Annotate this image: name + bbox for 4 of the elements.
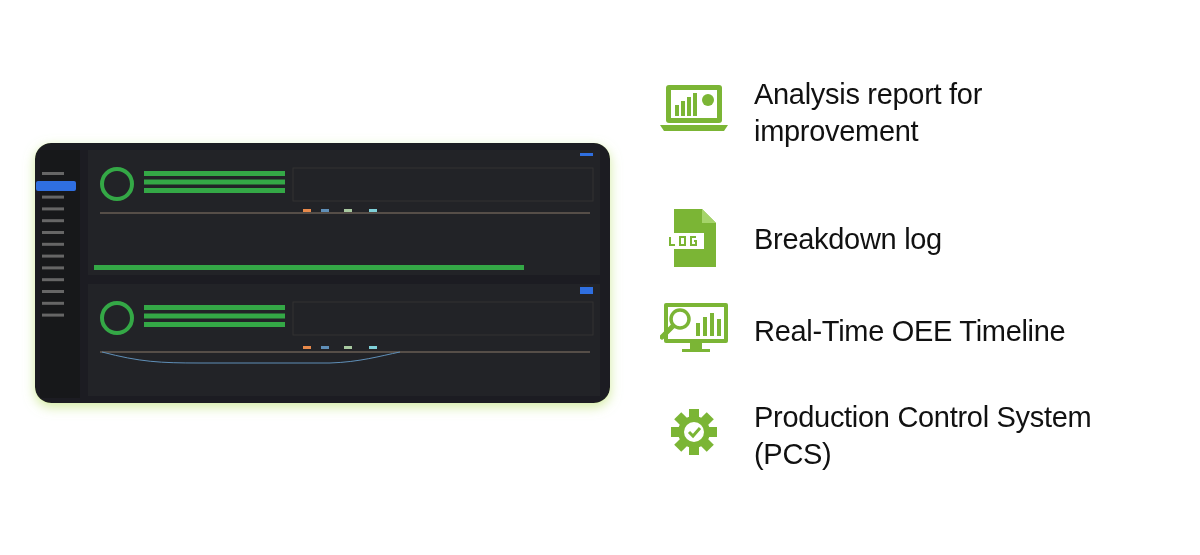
feature-label: Real-Time OEE Timeline [754,313,1067,349]
feature-label: Breakdown log [754,221,943,257]
feature-label: Analysis report for improvement [754,77,983,149]
feature-label: Production Control System (PCS) [754,400,1093,472]
